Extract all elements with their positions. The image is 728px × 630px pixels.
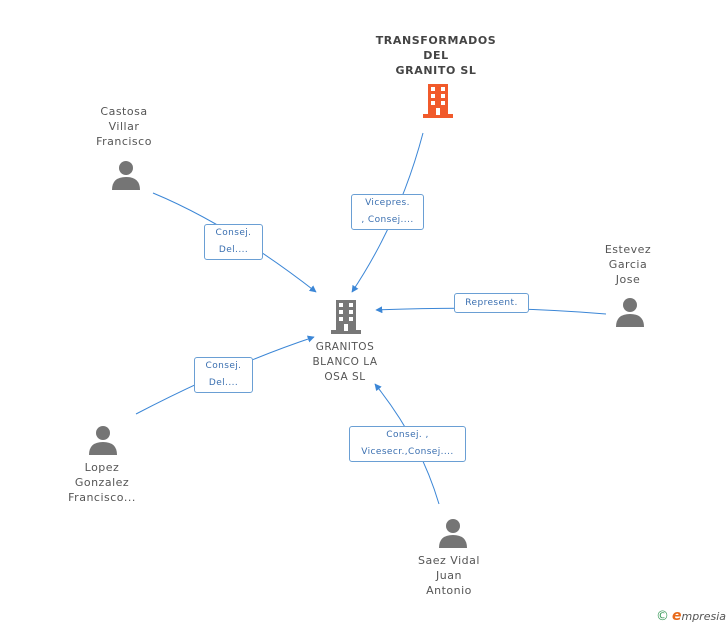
person-label-lopez[interactable]: Lopez Gonzalez Francisco... [50,460,154,505]
person-label-castosa[interactable]: Castosa Villar Francisco [74,104,174,149]
label-line: Castosa [100,105,148,118]
edge-label-saez[interactable]: Consej. , Vicesecr.,Consej.... [349,426,466,462]
edge-label-estevez[interactable]: Represent. [454,293,529,313]
edge-label-line: Consej. [215,228,252,238]
edge-label-lopez[interactable]: Consej. Del.... [194,357,253,393]
building-icon[interactable] [330,300,362,334]
edge-label-line: , Consej.... [361,215,414,225]
label-line: Lopez [84,461,120,474]
person-label-saez[interactable]: Saez Vidal Juan Antonio [399,553,499,598]
label-line: Francisco... [68,491,136,504]
label-line: Villar [108,120,140,133]
label-line: Antonio [426,584,472,597]
edge-label-line: Vicesecr.,Consej.... [361,447,454,457]
edge-label-line: Represent. [465,298,518,308]
label-line: GRANITOS [315,341,375,353]
brand-footer[interactable]: ©empresia [656,608,726,624]
edge-label-line: Consej. [205,361,242,371]
edge-label-line: Del.... [218,245,249,255]
brand-logo-initial: e [671,608,682,624]
company-label-transformados[interactable]: TRANSFORMADOS DEL GRANITO SL [366,33,506,78]
label-line: BLANCO LA [312,356,378,368]
building-icon[interactable] [422,84,454,118]
label-line: Gonzalez [74,476,130,489]
person-icon[interactable] [88,425,118,455]
label-line: Estevez [604,243,652,256]
copyright-symbol: © [655,609,669,624]
label-line: Jose [615,273,641,286]
label-line: OSA SL [324,371,366,383]
person-icon[interactable] [111,160,141,190]
label-line: DEL [423,49,449,62]
person-icon[interactable] [438,518,468,548]
company-label-granitos[interactable]: GRANITOS BLANCO LA OSA SL [290,340,400,385]
edge-label-line: Del.... [208,378,239,388]
person-icon[interactable] [615,297,645,327]
label-line: GRANITO SL [395,64,477,77]
person-label-estevez[interactable]: Estevez Garcia Jose [578,242,678,287]
edge-label-castosa[interactable]: Consej. Del.... [204,224,263,260]
label-line: Saez Vidal [418,554,480,567]
edge-label-line: Consej. , [386,430,429,440]
edge-label-top-company[interactable]: Vicepres. , Consej.... [351,194,424,230]
brand-logo-text: mpresia [681,610,726,623]
label-line: Juan [436,569,462,582]
label-line: Garcia [608,258,648,271]
label-line: TRANSFORMADOS [375,34,497,47]
label-line: Francisco [96,135,152,148]
edge-label-line: Vicepres. [365,198,410,208]
